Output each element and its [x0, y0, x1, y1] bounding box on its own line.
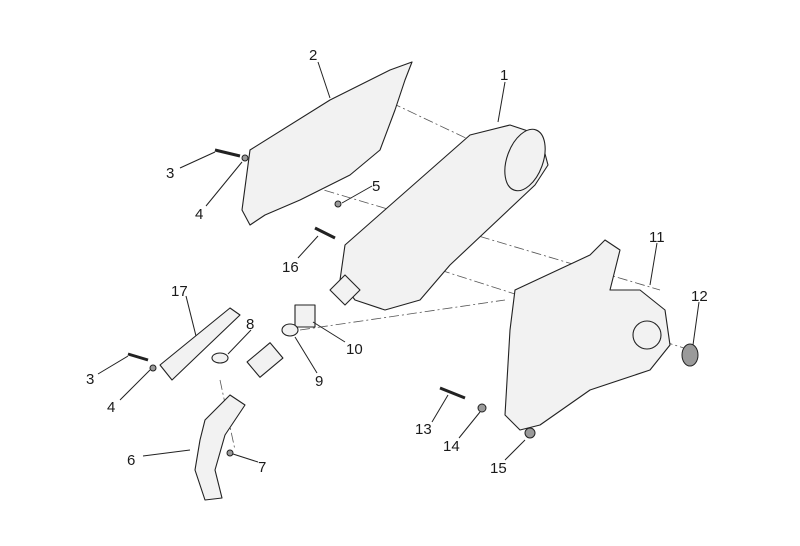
callout-4: 4: [195, 206, 203, 223]
callout-labels: 1 2 3 4 5 16 17 8 10 9 3 4 6 7 11 12 13 …: [86, 47, 708, 477]
callout-12: 12: [691, 288, 708, 305]
gasket-flange: [159, 307, 241, 381]
callout-16: 16: [282, 259, 299, 276]
callout-10: 10: [346, 341, 363, 358]
callout-15: 15: [490, 460, 507, 477]
seal-ring: [681, 343, 699, 367]
callout-11: 11: [649, 229, 665, 246]
bracket-bore: [632, 320, 662, 350]
callout-14: 14: [443, 438, 460, 455]
callout-7: 7: [258, 459, 266, 476]
callout-5: 5: [372, 178, 380, 195]
callout-4b: 4: [107, 399, 115, 416]
muffler-end-cap: [504, 128, 546, 192]
leader-lines: [97, 61, 700, 463]
callout-17: 17: [171, 283, 188, 300]
heat-shield: [241, 61, 413, 226]
clamp: [281, 323, 299, 337]
callout-6: 6: [127, 452, 135, 469]
exhaust-manifold-pipe: [194, 394, 246, 501]
callout-3b: 3: [86, 371, 94, 388]
callout-1: 1: [500, 67, 508, 84]
callout-13: 13: [415, 421, 432, 438]
callout-3: 3: [166, 165, 174, 182]
connector-pipe: [246, 342, 284, 378]
callout-9: 9: [315, 373, 323, 390]
callout-8: 8: [246, 316, 254, 333]
o-ring: [211, 352, 229, 364]
sleeve: [294, 304, 316, 328]
callout-2: 2: [309, 47, 317, 64]
muffler-bracket: [504, 239, 671, 431]
bolts: [127, 148, 536, 457]
muffler-inlet: [329, 274, 361, 306]
